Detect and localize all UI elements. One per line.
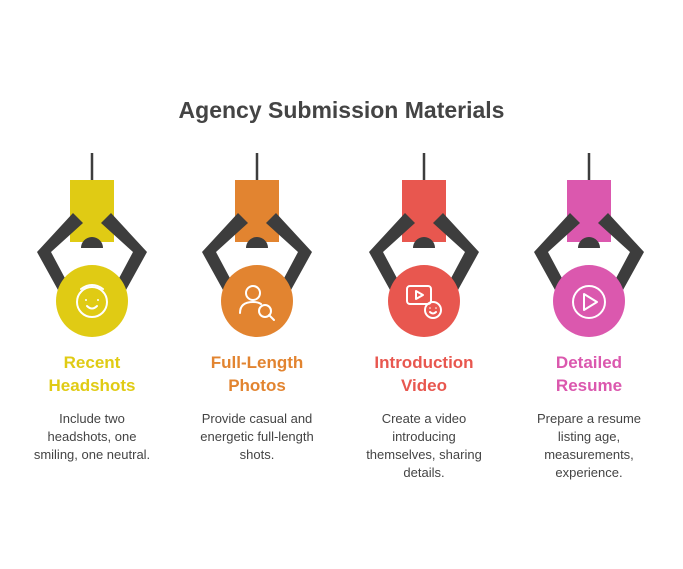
desc-line: energetic full-length — [200, 429, 314, 444]
claw-arm-left — [202, 213, 248, 290]
item-title-introduction-video: Introduction Video — [344, 351, 504, 397]
desc-line: smiling, one neutral. — [33, 447, 151, 462]
claw-pivot — [413, 237, 435, 248]
title-line: Headshots — [48, 376, 136, 395]
desc-line: headshots, one — [47, 429, 137, 444]
desc-line: Prepare a resume — [536, 411, 642, 426]
claw-arm-right — [266, 213, 312, 290]
desc-line: experience. — [555, 465, 623, 480]
item-desc-detailed-resume: Prepare a resume listing age, measuremen… — [514, 410, 664, 482]
claw-arm-right — [598, 213, 644, 290]
desc-line: Provide casual and — [201, 411, 313, 426]
title-line: Resume — [555, 376, 623, 395]
item-desc-recent-headshots: Include two headshots, one smiling, one … — [17, 410, 167, 464]
title-line: Recent — [63, 353, 121, 372]
title-line: Detailed — [555, 353, 623, 372]
claw-body — [70, 180, 114, 242]
claw-arm-left — [37, 213, 83, 290]
desc-line: Create a video — [381, 411, 467, 426]
face-icon — [76, 284, 108, 318]
page-title: Agency Submission Materials — [178, 97, 505, 123]
title-line: Photos — [228, 376, 286, 395]
item-desc-full-length-photos: Provide casual and energetic full-length… — [182, 410, 332, 464]
claw-body — [402, 180, 446, 242]
claw-body — [235, 180, 279, 242]
claw-pivot — [81, 237, 103, 248]
icon-circle — [56, 265, 128, 337]
claw-column-1 — [37, 153, 147, 337]
claw-body — [567, 180, 611, 242]
play-icon — [572, 285, 606, 319]
icon-circle — [388, 265, 460, 337]
claw-arm-left — [534, 213, 580, 290]
desc-line: shots. — [239, 447, 275, 462]
title-line: Full-Length — [210, 353, 304, 372]
title-line: Video — [401, 376, 447, 395]
claw-arm-left — [369, 213, 415, 290]
claw-pivot — [578, 237, 600, 248]
desc-line: listing age, — [557, 429, 621, 444]
claw-column-4 — [534, 153, 644, 337]
video-avatar-icon — [406, 285, 442, 319]
claw-arm-right — [433, 213, 479, 290]
desc-line: Include two — [59, 411, 125, 426]
desc-line: measurements, — [544, 447, 634, 462]
desc-line: themselves, sharing — [366, 447, 482, 462]
icon-circle — [553, 265, 625, 337]
desc-line: introducing — [392, 429, 456, 444]
item-title-full-length-photos: Full-Length Photos — [177, 351, 337, 397]
item-title-detailed-resume: Detailed Resume — [509, 351, 669, 397]
claw-column-2 — [202, 153, 312, 337]
claw-column-3 — [369, 153, 479, 337]
claw-arm-right — [101, 213, 147, 290]
person-search-icon — [239, 285, 275, 321]
item-desc-introduction-video: Create a video introducing themselves, s… — [349, 410, 499, 482]
title-line: Introduction — [374, 353, 474, 372]
claw-pivot — [246, 237, 268, 248]
desc-line: details. — [403, 465, 445, 480]
item-title-recent-headshots: Recent Headshots — [12, 351, 172, 397]
icon-circle — [221, 265, 293, 337]
